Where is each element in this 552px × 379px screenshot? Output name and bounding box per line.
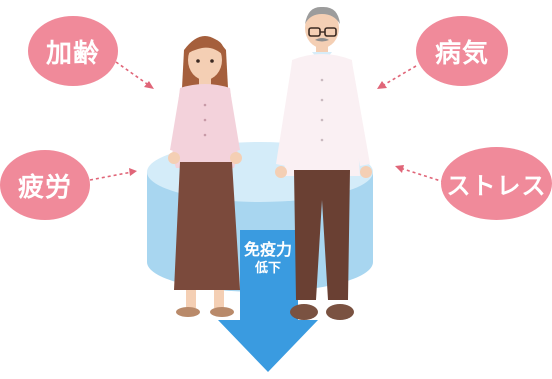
immunity-decline-label: 免疫力 低下 bbox=[232, 240, 304, 278]
factor-stress-bubble: ストレス bbox=[441, 147, 552, 220]
factor-aging-bubble: 加齢 bbox=[28, 16, 118, 86]
arrow-label-line1: 免疫力 bbox=[243, 240, 292, 259]
arrowheads bbox=[129, 81, 404, 176]
dashed-arrows bbox=[89, 61, 445, 183]
man-figure bbox=[275, 6, 372, 320]
woman-figure bbox=[168, 36, 242, 317]
factor-fatigue-bubble: 疲労 bbox=[0, 150, 90, 220]
factor-illness-bubble: 病気 bbox=[416, 16, 508, 86]
down-arrow-icon bbox=[218, 230, 318, 372]
arrow-label-line2: 低下 bbox=[254, 261, 281, 276]
